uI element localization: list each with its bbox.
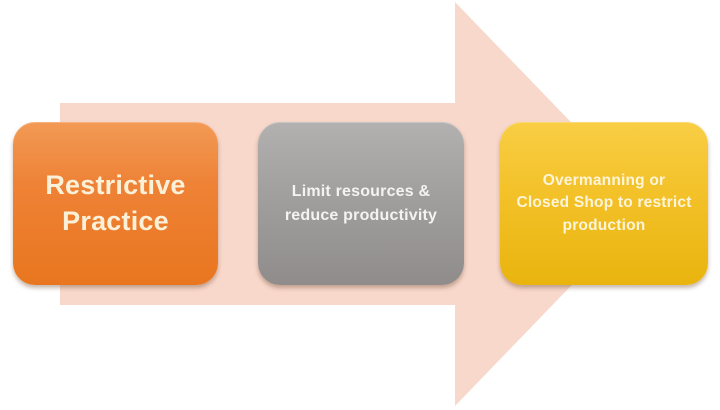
step-restrictive-practice: Restrictive Practice [13, 122, 218, 285]
step-limit-resources-label: Limit resources & reduce productivity [284, 183, 438, 224]
step-restrictive-practice-label: Restrictive Practice [45, 169, 186, 236]
step-overmanning: Overmanning or Closed Shop to restrict p… [500, 122, 708, 285]
step-overmanning-label: Overmanning or Closed Shop to restrict p… [516, 171, 692, 234]
step-limit-resources: Limit resources & reduce productivity [258, 122, 464, 285]
